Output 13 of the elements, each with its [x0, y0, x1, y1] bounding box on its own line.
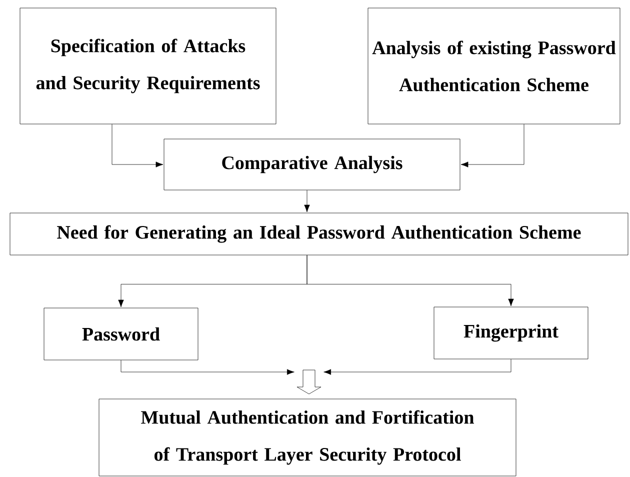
process-box: Mutual Authentication and Fortification of Transport Layer Security Protocol	[98, 398, 516, 476]
arrow	[324, 359, 512, 375]
arrow	[460, 124, 524, 168]
process-box: Specification of Attacks and Security Requirements	[20, 8, 276, 124]
process-box: Fingerprint	[434, 306, 588, 360]
arrow	[112, 124, 164, 168]
process-box: Comparative Analysis	[164, 138, 460, 190]
process-box: Analysis of existing Password Authentication Scheme	[368, 8, 620, 124]
arrow	[304, 190, 310, 212]
arrow	[120, 360, 294, 375]
arrow	[306, 255, 514, 306]
process-box: Need for Generating an Ideal Password Authentication Scheme	[10, 212, 628, 256]
process-box: Password	[44, 308, 198, 360]
